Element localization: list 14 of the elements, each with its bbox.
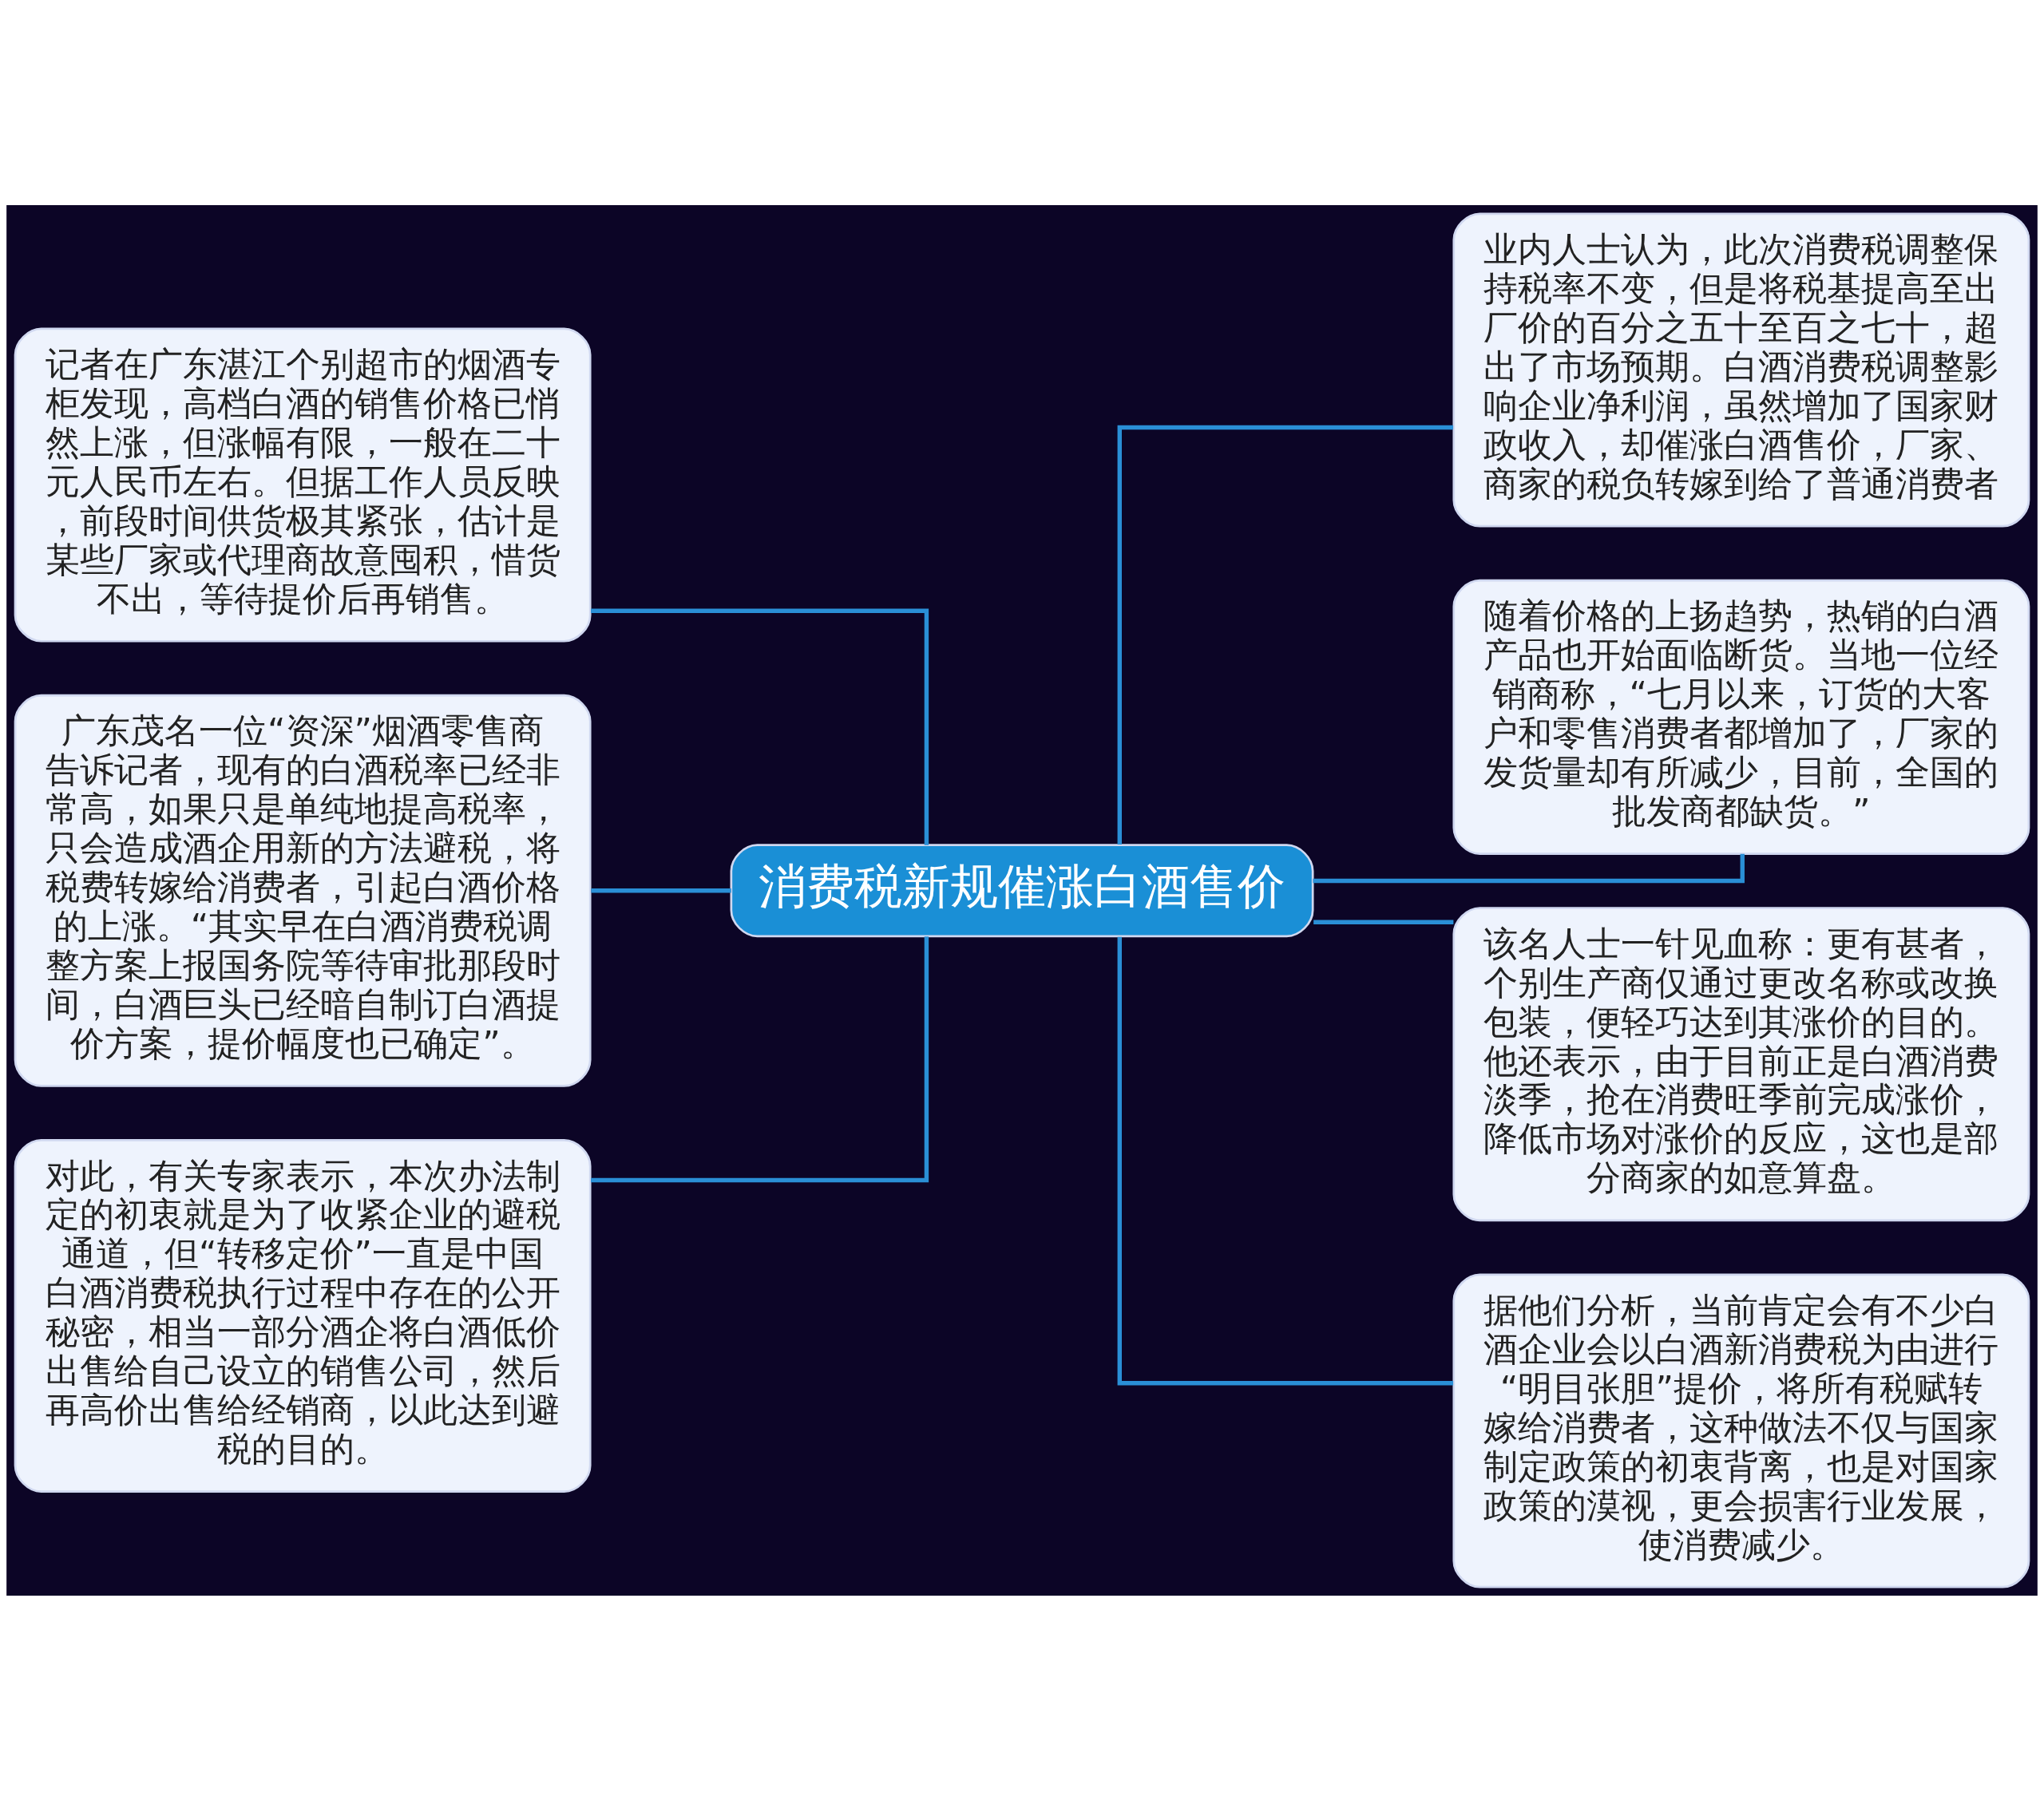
node-box: 随着价格的上扬趋势，热销的白酒产品也开始面临断货。当地一位经销商称，“七月以来，订货的大客户和零售消费者都增加了，厂家的发货量却有所减少，目前，全国的批发商都缺货。” [1452,579,2030,855]
connector [1313,919,1454,924]
node-box: 记者在广东湛江个别超市的烟酒专柜发现，高档白酒的销售价格已悄然上涨，但涨幅有限，一般在二十元人民币左右。但据工作人员反映，前段时间供货极其紧张，估计是某些厂家或代理商故意囤积，惜货不出，等待提价后再销售。 [14,327,592,643]
connector [1117,425,1454,845]
node-box: 消费税新规催涨白酒售价 [730,843,1314,937]
node-box: 对此，有关专家表示，本次办法制定的初衷就是为了收紧企业的避税通道，但“转移定价”一直是中国白酒消费税执行过程中存在的公开秘密，相当一部分酒企将白酒低价出售给自己设立的销售公司，然后再高价出售给经销商，以此达到避税的目的。 [14,1138,592,1493]
connector [1117,936,1454,1385]
connector [591,936,929,1182]
node-box: 该名人士一针见血称：更有甚者，个别生产商仅通过更改名称或改换包装，便轻巧达到其涨价的目的。他还表示，由于目前正是白酒消费淡季，抢在消费旺季前完成涨价，降低市场对涨价的反应，这也是部分商家的如意算盘。 [1452,906,2030,1221]
node-box: 业内人士认为，此次消费税调整保持税率不变，但是将税基提高至出厂价的百分之五十至百之七十，超出了市场预期。白酒消费税调整影响企业净利润，虽然增加了国家财政收入，却催涨白酒售价，厂家、商家的税负转嫁到给了普通消费者 [1452,212,2030,528]
node-box: 据他们分析，当前肯定会有不少白酒企业会以白酒新消费税为由进行“明目张胆”提价，将所有税赋转嫁给消费者，这种做法不仅与国家制定政策的初衷背离，也是对国家政策的漠视，更会损害行业发展，使消费减少。 [1452,1272,2030,1588]
connector [591,888,731,892]
node-box: 广东茂名一位“资深”烟酒零售商告诉记者，现有的白酒税率已经非常高，如果只是单纯地提高税率，只会造成酒企用新的方法避税，将税费转嫁给消费者，引起白酒价格的上涨。“其实早在白酒消费税调整方案上报国务院等待审批那段时间，白酒巨头已经暗自制订白酒提价方案，提价幅度也已确定”。 [14,694,592,1087]
connector [591,608,929,845]
